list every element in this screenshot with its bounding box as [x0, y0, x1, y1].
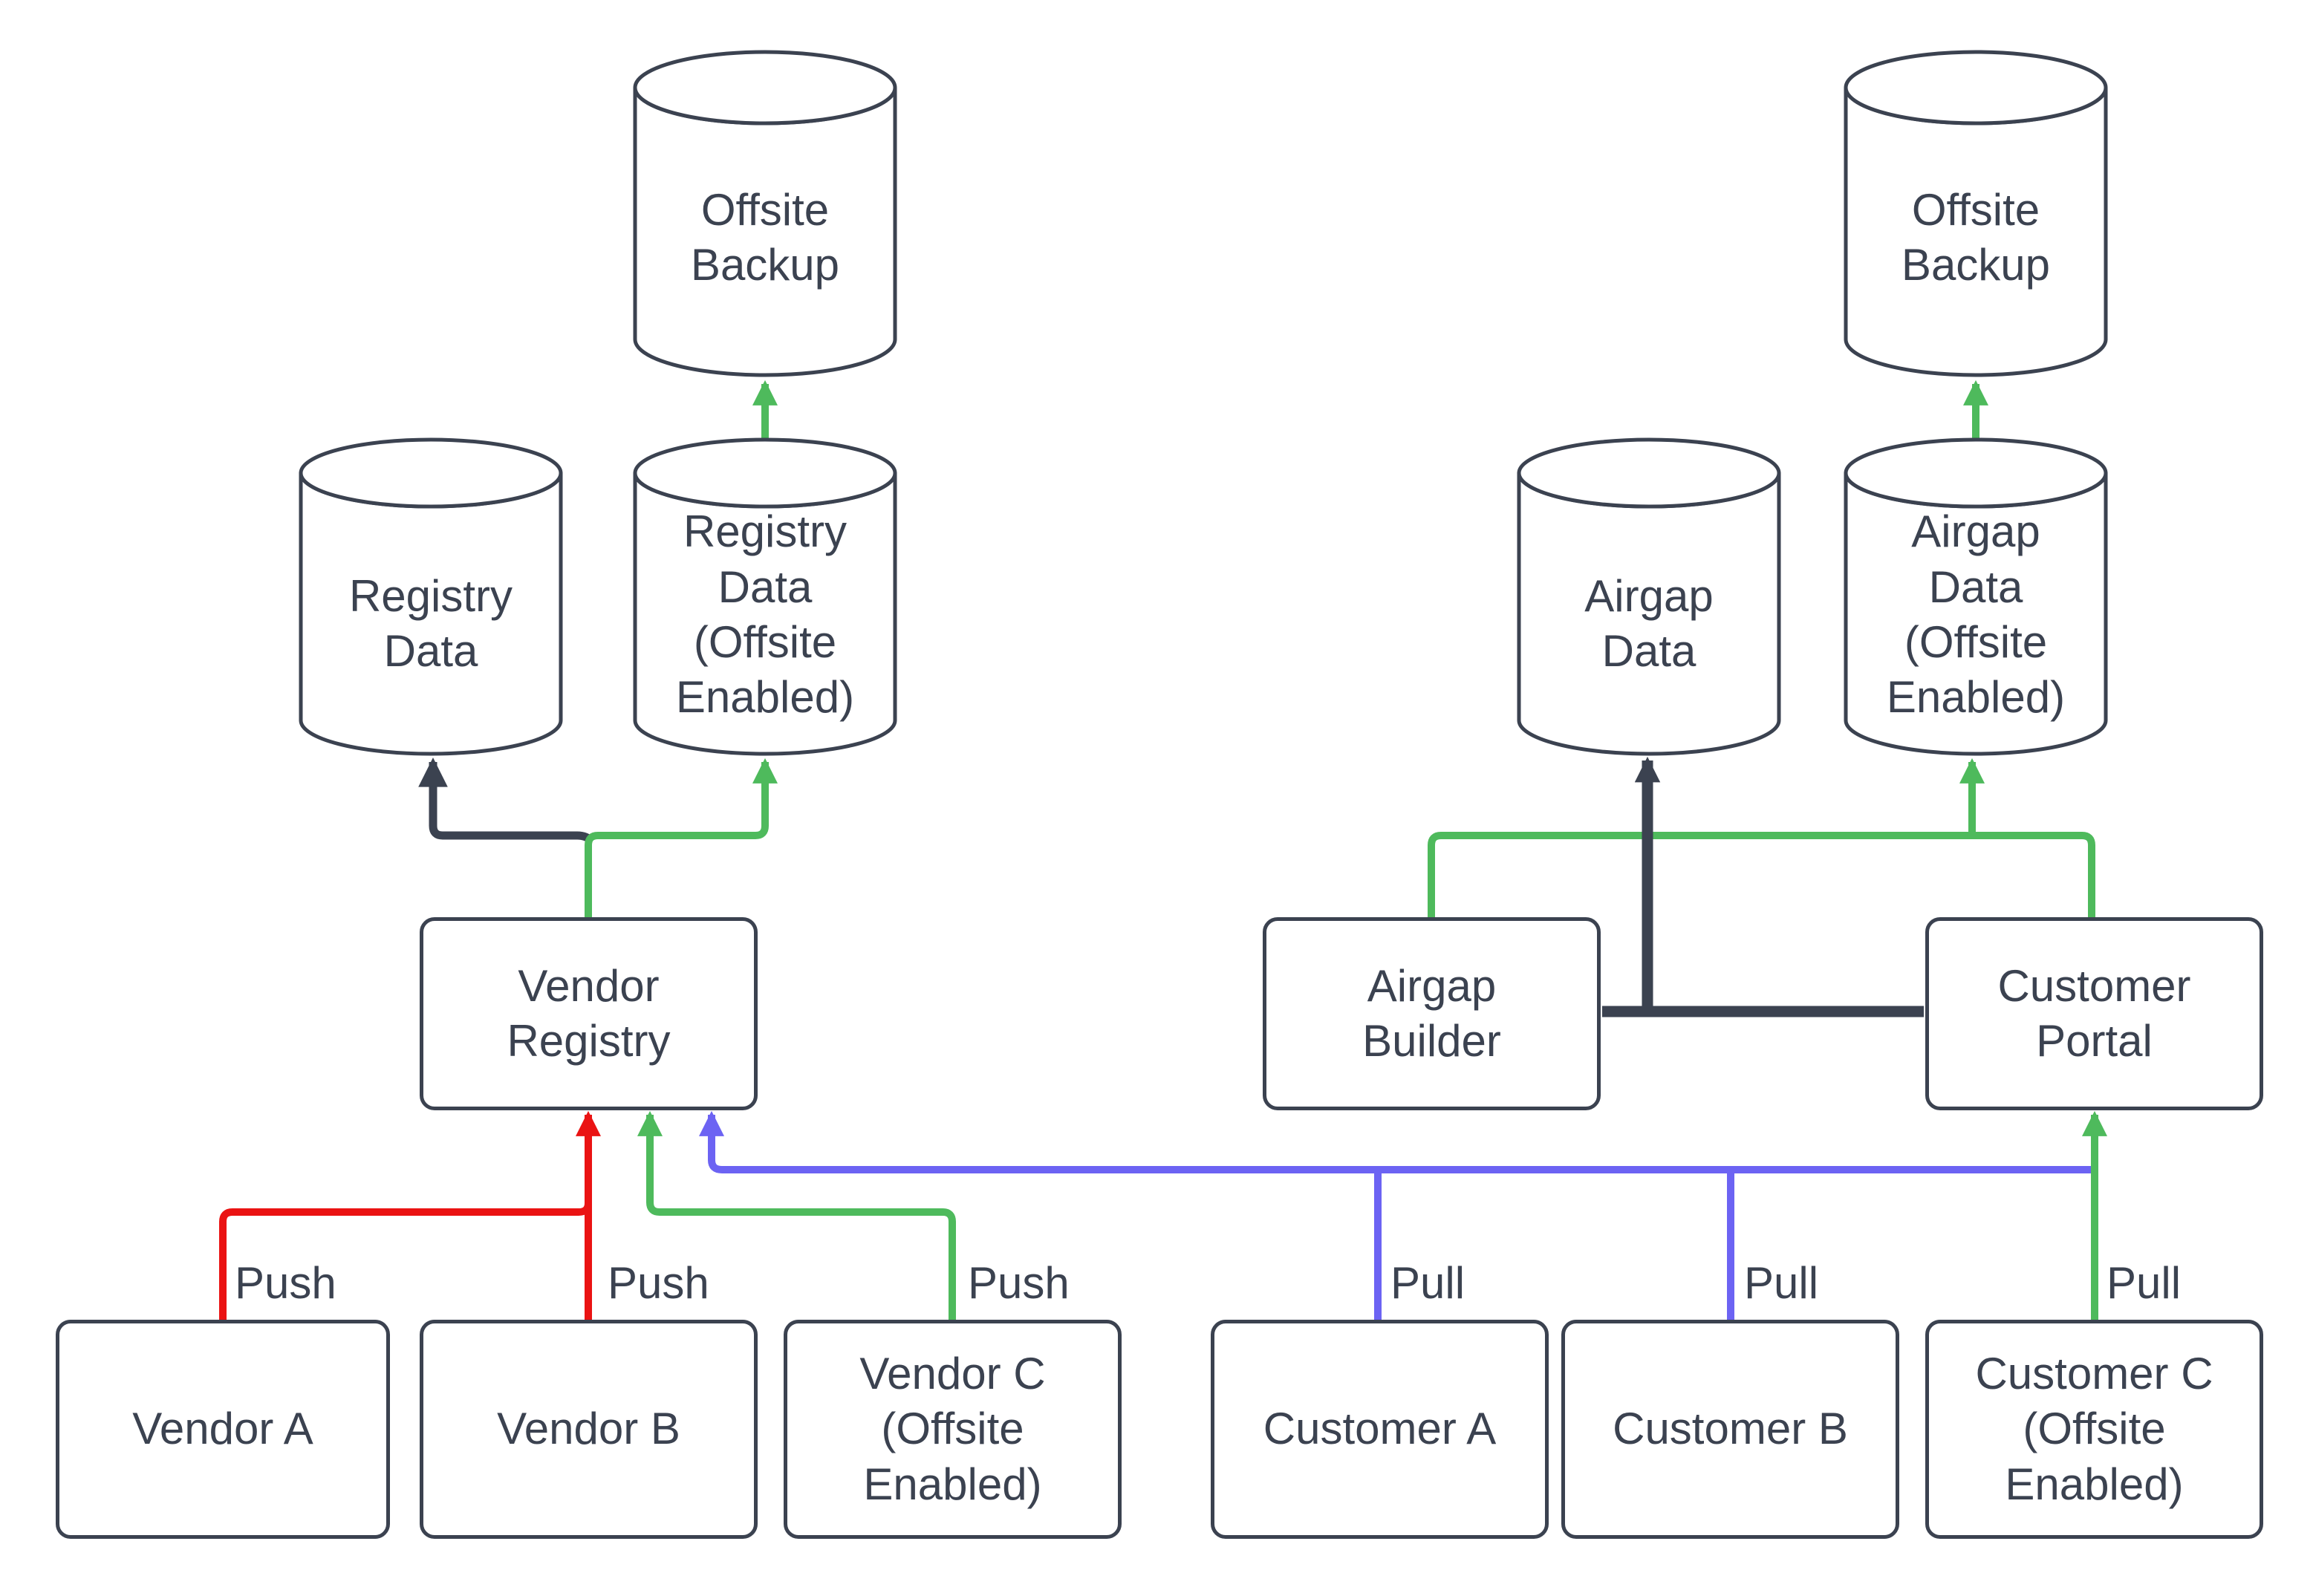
- node-vendor-registry: Vendor Registry: [420, 917, 758, 1110]
- edge-label-push-vendor-b: Push: [608, 1258, 709, 1308]
- cylinder-offsite-backup-right: [1844, 50, 2108, 377]
- cylinder-offsite-backup-left: [633, 50, 897, 377]
- edge-airgap-builder-customer-portal-link: [1428, 832, 2095, 919]
- edge-label-push-vendor-c: Push: [968, 1258, 1070, 1308]
- cylinder-airgap-data-offsite: [1844, 437, 2108, 756]
- node-vendor-b: Vendor B: [420, 1320, 758, 1539]
- edge-label-pull-customer-c: Pull: [2107, 1258, 2182, 1308]
- edge-customers-pull-to-vendor-registry: [698, 1110, 2096, 1173]
- cylinder-registry-data-offsite: [633, 437, 897, 756]
- edge-label-pull-customer-b: Pull: [1744, 1258, 1819, 1308]
- edge-vendor-registry-to-registry-data: [418, 758, 596, 844]
- node-vendor-a: Vendor A: [56, 1320, 390, 1539]
- node-customer-c: Customer C (Offsite Enabled): [1925, 1320, 2263, 1539]
- node-vendor-c: Vendor C (Offsite Enabled): [784, 1320, 1122, 1539]
- edge-vendor-registry-to-registry-data-offsite: [585, 758, 778, 919]
- node-airgap-builder: Airgap Builder: [1263, 917, 1601, 1110]
- cylinder-registry-data: [299, 437, 563, 756]
- cylinder-airgap-data: [1517, 437, 1781, 756]
- edge-vendor-c-push: [637, 1110, 956, 1320]
- edge-label-pull-customer-a: Pull: [1390, 1258, 1465, 1308]
- node-customer-b: Customer B: [1561, 1320, 1899, 1539]
- node-customer-portal: Customer Portal: [1925, 917, 2263, 1110]
- node-customer-a: Customer A: [1211, 1320, 1549, 1539]
- edge-label-push-vendor-a: Push: [235, 1258, 336, 1308]
